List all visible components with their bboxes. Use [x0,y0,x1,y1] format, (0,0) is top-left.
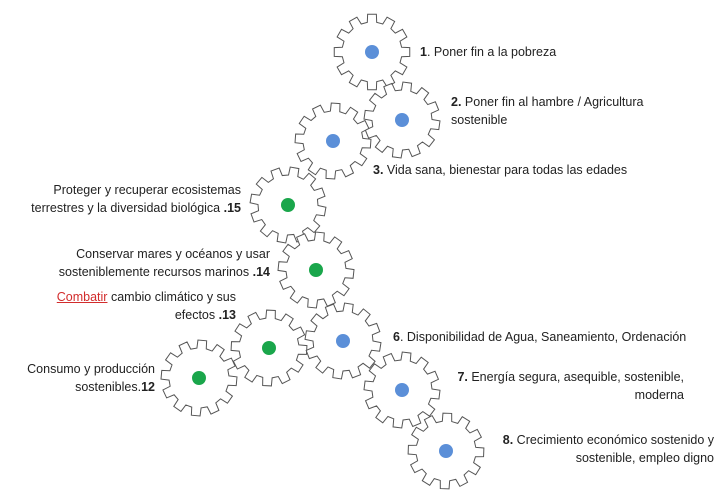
gear-dot-green [262,341,276,355]
label-goal-7: 7. Energía segura, asequible, sostenible… [457,370,684,402]
gear-dot-blue [439,444,453,458]
gear-dot-green [281,198,295,212]
gear-dot-blue [395,113,409,127]
combatir-link[interactable]: Combatir [56,290,108,304]
gear-dot-blue [336,334,350,348]
gear-dot-green [192,371,206,385]
gear-goal-12 [160,339,238,417]
gear-goal-3 [294,102,372,180]
gear-dot-green [309,263,323,277]
label-goal-12: Consumo y producción sostenibles.12 [27,362,155,394]
gear-goal-7 [363,351,441,429]
gears-layer [160,13,485,490]
label-goal-8: 8. Crecimiento económico sostenido y sos… [502,433,714,465]
label-goal-2: 2. Poner fin al hambre / Agricultura sos… [451,95,644,127]
gear-goal-8 [407,412,485,490]
gear-goal-2 [363,81,441,159]
label-goal-14: Conservar mares y océanos y usar sosteni… [58,247,270,279]
gear-goal-14 [277,231,355,309]
gear-dot-blue [326,134,340,148]
label-goal-3: 3. Vida sana, bienestar para todas las e… [373,163,628,177]
gear-dot-blue [395,383,409,397]
gear-goal-13 [230,309,308,387]
gear-goal-6 [304,302,382,380]
label-goal-13: Combatir cambio climático y sus efectos … [56,290,236,322]
gear-goal-1 [333,13,411,91]
label-goal-1: 1. Poner fin a la pobreza [420,45,557,59]
gear-dot-blue [365,45,379,59]
gear-goal-15 [249,166,327,244]
label-goal-6: 6. Disponibilidad de Agua, Saneamiento, … [393,330,687,344]
label-goal-15: Proteger y recuperar ecosistemas terrest… [31,183,241,215]
